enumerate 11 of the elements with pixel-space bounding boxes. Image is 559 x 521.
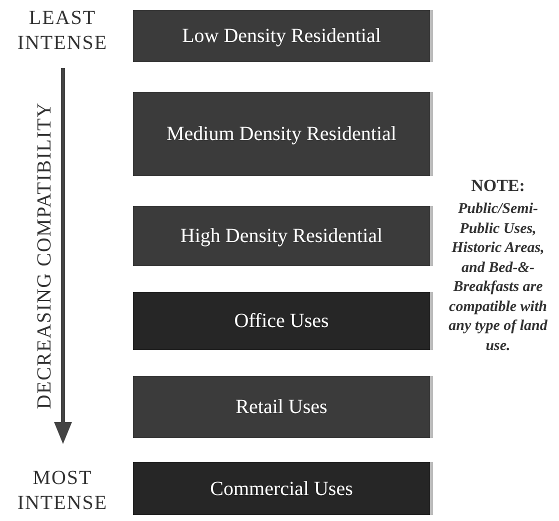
category-box: Office Uses	[133, 292, 433, 350]
category-box: Retail Uses	[133, 376, 433, 438]
category-box: High Density Residential	[133, 206, 433, 266]
category-box: Medium Density Residential	[133, 92, 433, 176]
note-text: Public/Semi-Public Uses, Historic Areas, and Bed-&-Breakfasts are compatible with any type of land use.	[448, 200, 548, 356]
scale-end-label: LEAST INTENSE	[16, 6, 109, 56]
scale-end-label: MOST INTENSE	[16, 466, 109, 516]
category-box: Low Density Residential	[133, 10, 433, 62]
category-box: Commercial Uses	[133, 462, 433, 515]
note-heading: NOTE:	[470, 176, 526, 196]
axis-label: DECREASING COMPATIBILITY	[34, 100, 56, 412]
